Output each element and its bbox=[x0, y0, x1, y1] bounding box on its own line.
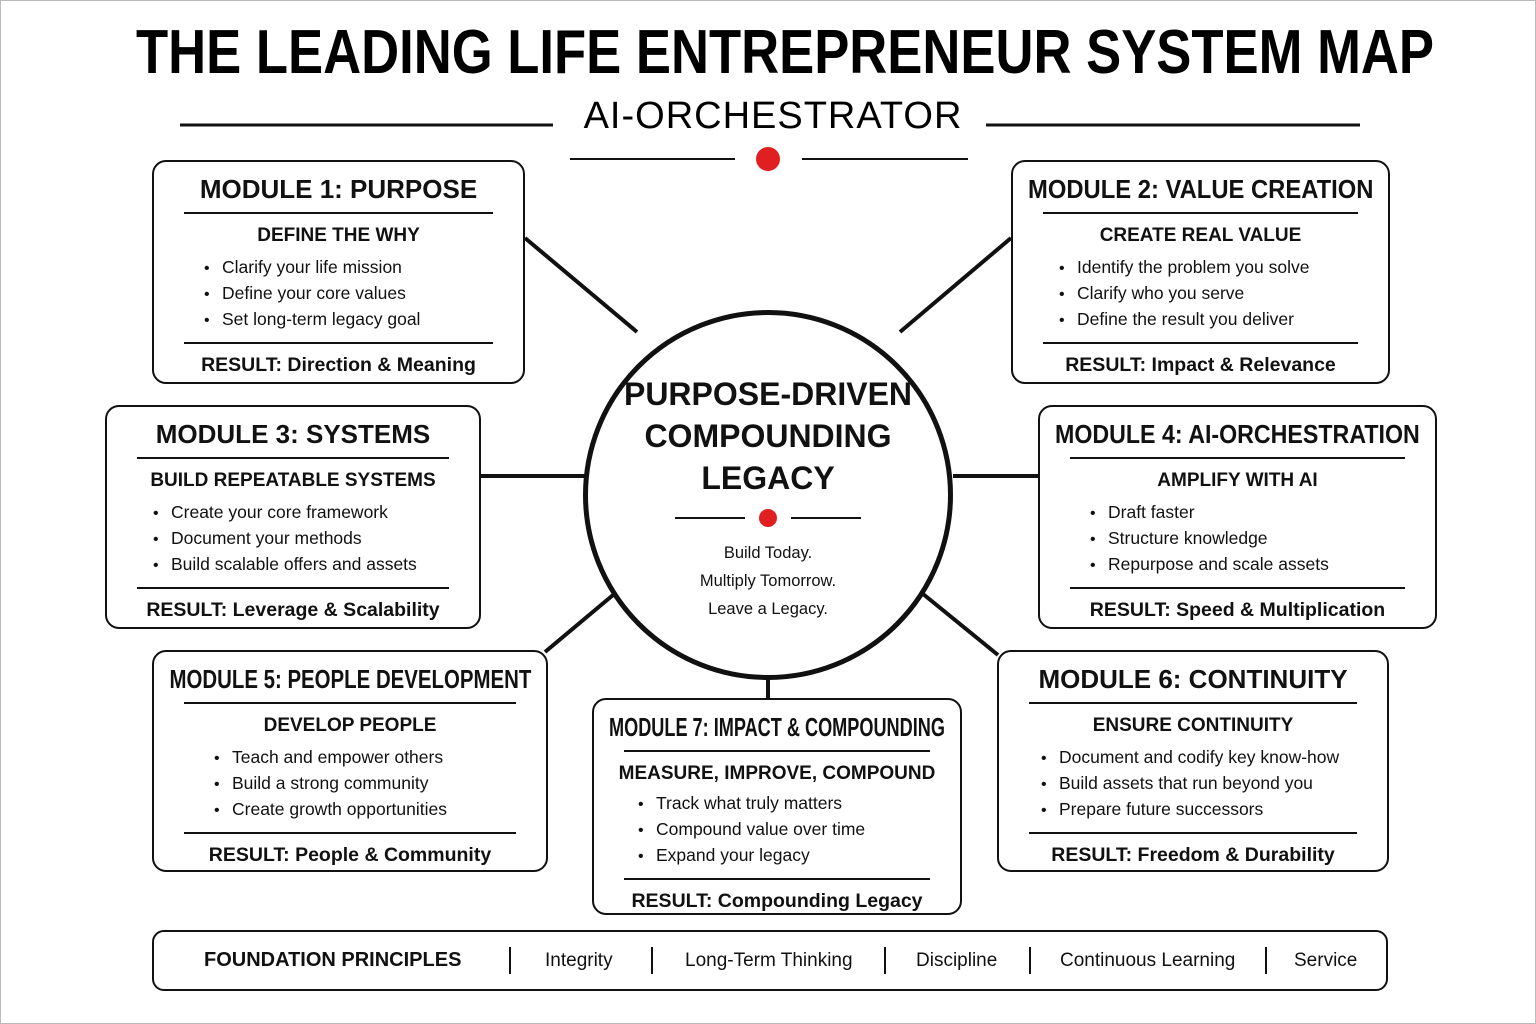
connector-module-5 bbox=[543, 583, 627, 654]
divider bbox=[1043, 342, 1358, 344]
bullet-item: Draft faster bbox=[1090, 499, 1329, 525]
bullet-item: Expand your legacy bbox=[638, 842, 865, 868]
bullet-list: Clarify your life missionDefine your cor… bbox=[204, 254, 420, 332]
divider bbox=[624, 750, 930, 752]
module-card-1: MODULE 1: PURPOSE DEFINE THE WHY Clarify… bbox=[152, 160, 525, 384]
connector-module-1 bbox=[523, 236, 639, 334]
bullet-item: Compound value over time bbox=[638, 816, 865, 842]
module-subtitle: MEASURE, IMPROVE, COMPOUND bbox=[618, 762, 936, 784]
bullet-item: Define your core values bbox=[204, 280, 420, 306]
divider bbox=[137, 457, 449, 459]
bullet-list: Document and codify key know-howBuild as… bbox=[1041, 744, 1339, 822]
module-card-5: MODULE 5: PEOPLE DEVELOPMENT DEVELOP PEO… bbox=[152, 650, 548, 872]
module-card-7: MODULE 7: IMPACT & COMPOUNDING MEASURE, … bbox=[592, 698, 962, 915]
bullet-item: Document your methods bbox=[153, 525, 417, 551]
hub-title: PURPOSE-DRIVEN COMPOUNDING LEGACY bbox=[588, 373, 948, 499]
foundation-principles-bar: FOUNDATION PRINCIPLES Integrity Long-Ter… bbox=[152, 930, 1388, 991]
page-title: THE LEADING LIFE ENTREPRENEUR SYSTEM MAP bbox=[136, 18, 1434, 87]
bullet-item: Clarify who you serve bbox=[1059, 280, 1310, 306]
module-title: MODULE 5: PEOPLE DEVELOPMENT bbox=[169, 663, 531, 694]
module-title: MODULE 2: VALUE CREATION bbox=[1027, 173, 1374, 204]
principle-item: Integrity bbox=[545, 949, 613, 971]
bullet-item: Build a strong community bbox=[214, 770, 447, 796]
bullet-item: Repurpose and scale assets bbox=[1090, 551, 1329, 577]
bullet-item: Track what truly matters bbox=[638, 790, 865, 816]
hub-title-line: COMPOUNDING bbox=[644, 418, 892, 454]
module-result: RESULT: Leverage & Scalability bbox=[146, 599, 440, 621]
bullet-item: Create growth opportunities bbox=[214, 796, 447, 822]
principle-item: Service bbox=[1294, 949, 1358, 971]
module-subtitle: DEVELOP PEOPLE bbox=[263, 715, 437, 736]
bullet-item: Define the result you deliver bbox=[1059, 306, 1310, 332]
module-title: MODULE 6: CONTINUITY bbox=[1038, 663, 1348, 694]
bullet-item: Create your core framework bbox=[153, 499, 417, 525]
divider bbox=[184, 212, 493, 214]
module-title: MODULE 4: AI-ORCHESTRATION bbox=[1055, 418, 1420, 449]
bullet-list: Track what truly mattersCompound value o… bbox=[638, 790, 865, 868]
bullet-item: Prepare future successors bbox=[1041, 796, 1339, 822]
hub-tagline: Build Today. bbox=[723, 544, 813, 562]
hub-title-line: PURPOSE-DRIVEN bbox=[623, 376, 913, 412]
bullet-list: Teach and empower othersBuild a strong c… bbox=[214, 744, 447, 822]
principle-item: Long-Term Thinking bbox=[685, 949, 853, 971]
bullet-item: Teach and empower others bbox=[214, 744, 447, 770]
module-subtitle: ENSURE CONTINUITY bbox=[1092, 715, 1294, 736]
module-card-4: MODULE 4: AI-ORCHESTRATION AMPLIFY WITH … bbox=[1038, 405, 1437, 629]
module-title: MODULE 7: IMPACT & COMPOUNDING bbox=[609, 711, 945, 742]
hub-tagline: Leave a Legacy. bbox=[708, 600, 828, 618]
module-result: RESULT: Freedom & Durability bbox=[1051, 844, 1335, 866]
module-subtitle: AMPLIFY WITH AI bbox=[1157, 470, 1318, 491]
divider bbox=[1029, 832, 1357, 834]
bullet-item: Document and codify key know-how bbox=[1041, 744, 1339, 770]
module-result: RESULT: Impact & Relevance bbox=[1065, 354, 1336, 376]
bullet-item: Set long-term legacy goal bbox=[204, 306, 420, 332]
module-title: MODULE 1: PURPOSE bbox=[199, 173, 478, 204]
bullet-item: Structure knowledge bbox=[1090, 525, 1329, 551]
principle-item: Continuous Learning bbox=[1060, 949, 1236, 971]
bullet-list: Identify the problem you solveClarify wh… bbox=[1059, 254, 1310, 332]
hub-tagline: Multiply Tomorrow. bbox=[699, 572, 837, 590]
divider bbox=[1029, 702, 1357, 704]
module-result: RESULT: Speed & Multiplication bbox=[1089, 599, 1386, 621]
hub-title-line: LEGACY bbox=[701, 460, 835, 496]
module-result: RESULT: People & Community bbox=[208, 844, 492, 866]
module-card-3: MODULE 3: SYSTEMS BUILD REPEATABLE SYSTE… bbox=[105, 405, 481, 629]
bullet-item: Identify the problem you solve bbox=[1059, 254, 1310, 280]
bullet-item: Build scalable offers and assets bbox=[153, 551, 417, 577]
connector-module-6 bbox=[910, 583, 1000, 657]
divider bbox=[184, 342, 493, 344]
module-result: RESULT: Direction & Meaning bbox=[201, 354, 476, 376]
bullet-list: Draft fasterStructure knowledgeRepurpose… bbox=[1090, 499, 1329, 577]
module-card-2: MODULE 2: VALUE CREATION CREATE REAL VAL… bbox=[1011, 160, 1390, 384]
divider bbox=[624, 878, 930, 880]
page-subtitle: AI-ORCHESTRATOR bbox=[584, 95, 963, 137]
divider bbox=[184, 832, 516, 834]
center-hub: PURPOSE-DRIVEN COMPOUNDING LEGACY Build … bbox=[583, 310, 953, 680]
accent-dot bbox=[759, 509, 777, 527]
principle-item: Discipline bbox=[916, 949, 998, 971]
module-title: MODULE 3: SYSTEMS bbox=[155, 418, 431, 449]
module-result: RESULT: Compounding Legacy bbox=[631, 890, 923, 912]
foundation-label: FOUNDATION PRINCIPLES bbox=[204, 949, 462, 971]
module-subtitle: CREATE REAL VALUE bbox=[1099, 225, 1302, 246]
accent-dot bbox=[756, 147, 780, 171]
module-subtitle: DEFINE THE WHY bbox=[257, 225, 420, 246]
module-subtitle: BUILD REPEATABLE SYSTEMS bbox=[150, 470, 436, 491]
hub-divider bbox=[588, 509, 948, 527]
bullet-list: Create your core frameworkDocument your … bbox=[153, 499, 417, 577]
module-card-6: MODULE 6: CONTINUITY ENSURE CONTINUITY D… bbox=[997, 650, 1389, 872]
connector-module-2 bbox=[898, 236, 1013, 334]
divider bbox=[1043, 212, 1358, 214]
bullet-item: Clarify your life mission bbox=[204, 254, 420, 280]
divider bbox=[184, 702, 516, 704]
bullet-item: Build assets that run beyond you bbox=[1041, 770, 1339, 796]
divider bbox=[1070, 457, 1405, 459]
divider bbox=[137, 587, 449, 589]
divider bbox=[1070, 587, 1405, 589]
